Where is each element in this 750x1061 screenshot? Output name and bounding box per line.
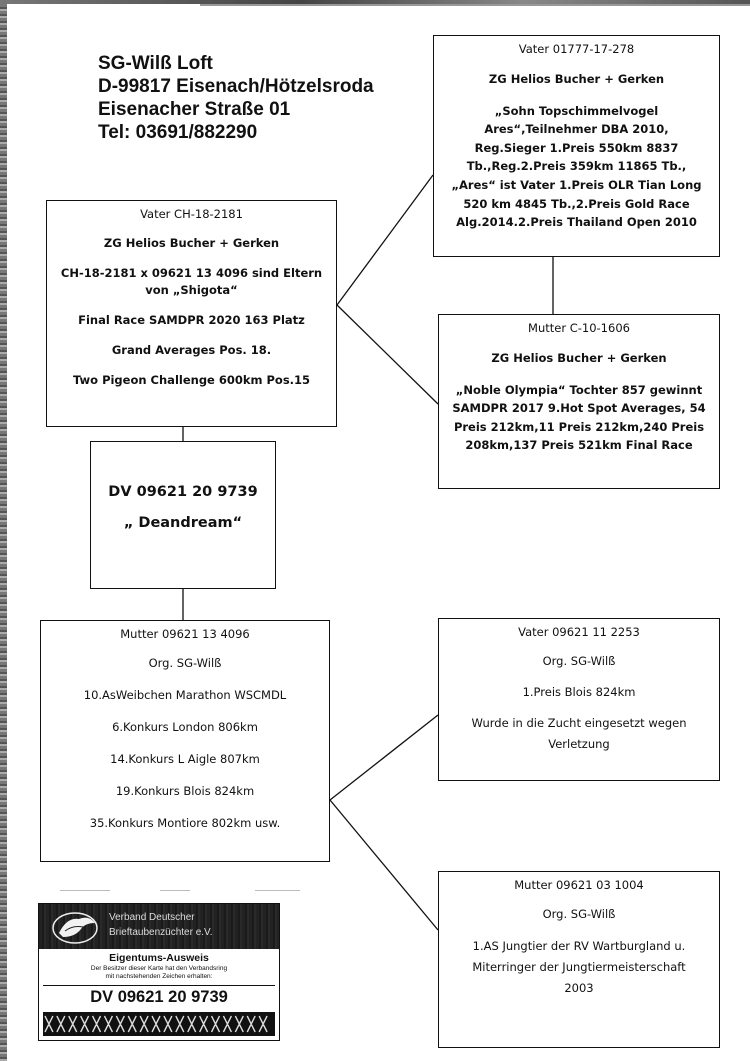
card-association: Verband Deutscher Brieftaubenzüchter e.V…: [109, 910, 213, 940]
box-result: 10.AsWeibchen Marathon WSCMDL: [83, 688, 287, 702]
box-text-line: SAMDPR 2017 9.Hot Spot Averages, 54: [452, 401, 706, 416]
connector-mutter-to-grandsire: [329, 714, 439, 801]
scan-speck: [160, 890, 190, 891]
box-result: 1.Preis Blois 824km: [522, 685, 636, 699]
loft-address: SG-Wilß Loft D-99817 Eisenach/Hötzelsrod…: [98, 52, 374, 144]
pedigree-box-paternal-grandsire: Vater 01777-17-278 ZG Helios Bucher + Ge…: [433, 35, 720, 257]
pedigree-box-maternal-grandsire: Vater 09621 11 2253 Org. SG-Wilß 1.Preis…: [438, 618, 720, 781]
card-title: Eigentums-Ausweis: [109, 952, 209, 964]
box-text-line: Reg.Sieger 1.Preis 550km 8837: [474, 140, 679, 155]
pigeon-emblem-icon: [52, 912, 98, 944]
loft-city: D-99817 Eisenach/Hötzelsroda: [98, 76, 374, 97]
box-breeder: ZG Helios Bucher + Gerken: [103, 236, 280, 250]
scan-edge-left: [0, 0, 7, 1061]
box-text-line: Tb.,Reg.2.Preis 359km 11865 Tb.,: [466, 159, 687, 174]
ownership-card: Verband Deutscher Brieftaubenzüchter e.V…: [38, 903, 280, 1041]
scan-speck: [60, 890, 110, 891]
box-origin: Org. SG-Wilß: [542, 654, 616, 668]
card-pattern-graphic: [44, 1015, 268, 1033]
box-text-line: Wurde in die Zucht eingesetzt wegen: [471, 716, 687, 730]
box-text-line: 208km,137 Preis 521km Final Race: [465, 438, 693, 453]
scan-edge-top: [0, 0, 750, 4]
loft-street: Eisenacher Straße 01: [98, 99, 291, 120]
box-text-line: CH-18-2181 x 09621 13 4096 sind Eltern: [60, 266, 323, 280]
card-note: Der Besitzer dieser Karte hat den Verban…: [90, 965, 228, 980]
box-result: 14.Konkurs L Aigle 807km: [110, 752, 260, 766]
loft-phone: Tel: 03691/882290: [98, 122, 258, 143]
box-text-line: Miterringer der Jungtiermeisterschaft: [472, 960, 686, 974]
pedigree-box-sire: Vater CH-18-2181 ZG Helios Bucher + Gerk…: [46, 200, 337, 427]
subject-name: „ Deandream“: [123, 515, 243, 531]
connector-vaterch-to-granddam: [336, 304, 439, 405]
subject-ring-number: DV 09621 20 9739: [108, 484, 258, 500]
box-result: 35.Konkurs Montiore 802km usw.: [89, 816, 281, 830]
box-text-line: 2003: [564, 981, 594, 995]
pedigree-box-subject: DV 09621 20 9739 „ Deandream“: [90, 441, 276, 589]
box-title: Mutter 09621 13 4096: [120, 627, 250, 641]
card-association-line: Brieftaubenzüchter e.V.: [109, 927, 213, 938]
box-breeder: ZG Helios Bucher + Gerken: [488, 72, 665, 86]
box-breeder: ZG Helios Bucher + Gerken: [491, 351, 667, 365]
connector-vaterch-to-grandsire: [336, 174, 434, 306]
box-text-line: „Noble Olympia“ Tochter 857 gewinnt: [455, 382, 703, 397]
box-result: 19.Konkurs Blois 824km: [115, 784, 255, 798]
card-divider: [43, 985, 275, 986]
scan-edge-top-line: [200, 4, 750, 6]
box-result: Grand Averages Pos. 18.: [111, 343, 272, 357]
box-result: 6.Konkurs London 806km: [112, 720, 258, 734]
box-text-line: „Sohn Topschimmelvogel: [494, 103, 659, 118]
box-title: Vater 09621 11 2253: [518, 625, 640, 639]
box-text-line: „Ares“ ist Vater 1.Preis OLR Tian Long: [451, 177, 702, 192]
connector-mutter-to-granddam: [329, 799, 439, 931]
card-pattern-strip: [43, 1012, 275, 1036]
pedigree-box-paternal-granddam: Mutter C-10-1606 ZG Helios Bucher + Gerk…: [438, 314, 720, 489]
card-association-line: Verband Deutscher: [109, 912, 195, 923]
box-origin: Org. SG-Wilß: [148, 656, 222, 670]
card-ring-number: DV 09621 20 9739: [90, 988, 228, 1006]
box-text-line: 1.AS Jungtier der RV Wartburgland u.: [472, 939, 686, 953]
box-result: Final Race SAMDPR 2020 163 Platz: [78, 313, 305, 327]
loft-name: SG-Wilß Loft: [98, 53, 213, 74]
box-title: Mutter C-10-1606: [528, 321, 630, 335]
box-text-line: 520 km 4845 Tb.,2.Preis Gold Race: [463, 196, 690, 211]
scan-speck: [255, 890, 300, 891]
box-text-line: Ares“,Teilnehmer DBA 2010,: [484, 122, 669, 137]
pedigree-box-maternal-granddam: Mutter 09621 03 1004 Org. SG-Wilß 1.AS J…: [438, 871, 720, 1048]
pedigree-box-dam: Mutter 09621 13 4096 Org. SG-Wilß 10.AsW…: [40, 620, 330, 862]
box-result: Two Pigeon Challenge 600km Pos.15: [72, 373, 311, 387]
box-text-line: Verletzung: [548, 737, 610, 751]
box-title: Vater CH-18-2181: [140, 207, 243, 221]
box-text-line: Alg.2014.2.Preis Thailand Open 2010: [456, 215, 697, 230]
box-title: Mutter 09621 03 1004: [514, 878, 644, 892]
box-origin: Org. SG-Wilß: [542, 907, 616, 921]
box-text-line: von „Shigota“: [145, 283, 238, 297]
box-title: Vater 01777-17-278: [518, 42, 635, 56]
box-text-line: Preis 212km,11 Preis 212km,240 Preis: [453, 419, 705, 434]
